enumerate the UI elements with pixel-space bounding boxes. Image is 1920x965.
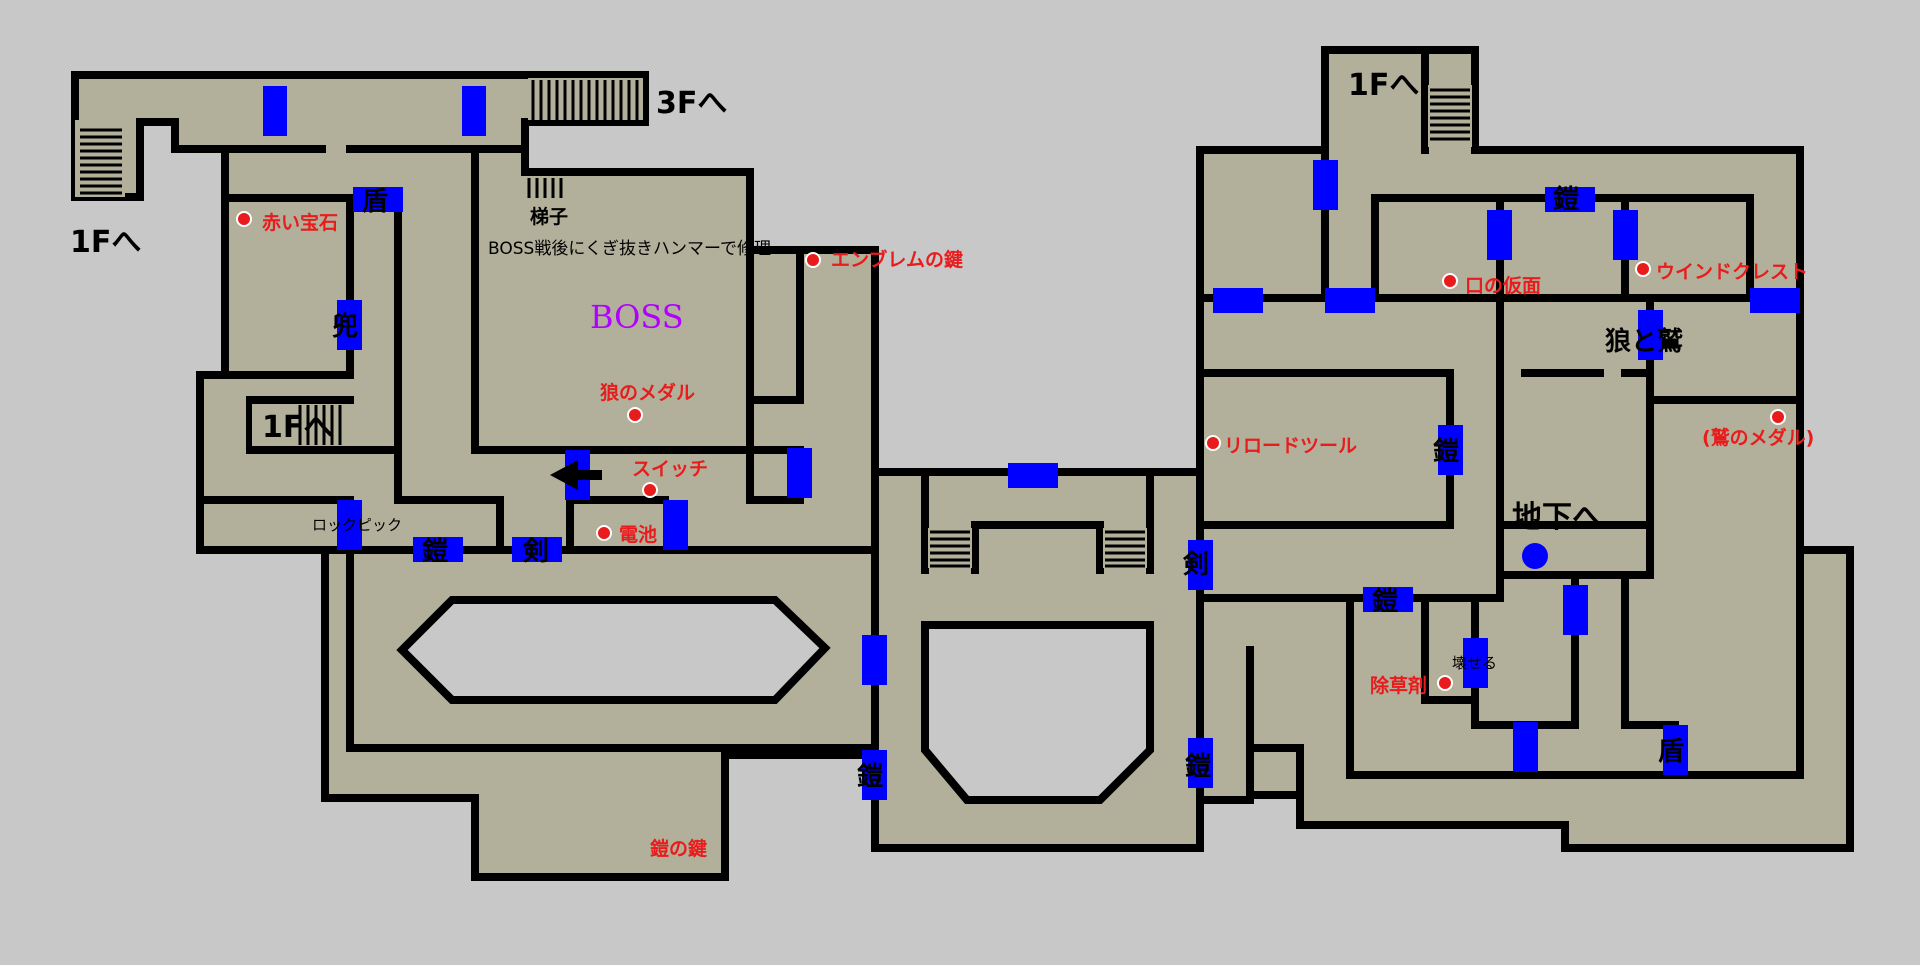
label-armor-left: 鎧: [422, 536, 448, 567]
label-lockpick: ロックピック: [312, 516, 402, 534]
label-armor-center: 鎧: [857, 761, 883, 792]
direction-arrow-icon: [550, 460, 602, 490]
item-reload-tool: リロードツール: [1224, 435, 1357, 457]
label-sword-center: 剣: [1182, 550, 1209, 580]
item-markers: [236, 211, 1786, 691]
label-1f-topleft: 1Fへ: [70, 225, 141, 260]
item-mouth-mask: 口の仮面: [1465, 274, 1541, 297]
item-wolf-medal: 狼のメダル: [600, 381, 695, 404]
stairs-topleft: [78, 125, 123, 197]
item-marker-icon: [236, 211, 252, 227]
stairs-3f: [528, 78, 643, 120]
item-marker-icon: [642, 482, 658, 498]
boss-label: BOSS: [590, 298, 684, 336]
stairs-1f-topright: [1428, 85, 1472, 147]
label-1f-topright: 1Fへ: [1348, 68, 1419, 103]
boss-note: BOSS戦後にくぎ抜きハンマーで修理: [488, 239, 771, 259]
label-armor-right-top: 鎧: [1553, 184, 1579, 215]
item-marker-icon: [1437, 675, 1453, 691]
doors: [263, 86, 1800, 800]
right-wing-walls: [1196, 46, 1804, 829]
item-switch: スイッチ: [632, 458, 708, 480]
label-shield-top: 盾: [362, 187, 388, 217]
location-dot-icon: [1522, 543, 1548, 569]
label-sword-left: 剣: [522, 537, 549, 567]
item-marker-icon: [596, 525, 612, 541]
stairs-center-right: [1103, 528, 1147, 568]
label-breakable: 壊せる: [1452, 654, 1497, 672]
left-courtyard: [396, 596, 831, 704]
item-armor-key: 鎧の鍵: [650, 837, 707, 860]
item-marker-icon: [1635, 261, 1651, 277]
item-battery: 電池: [619, 523, 657, 546]
item-red-gem: 赤い宝石: [262, 211, 338, 234]
item-marker-icon: [627, 407, 643, 423]
ladder: [527, 178, 563, 198]
middle-walls: [921, 471, 1154, 574]
label-1f-left-mid: 1Fへ: [262, 410, 333, 445]
label-armor-right-mid: 鎧: [1433, 436, 1459, 467]
label-helmet: 兜: [332, 312, 358, 342]
item-emblem-key: エンブレムの鍵: [831, 248, 963, 271]
label-shield-right: 盾: [1658, 737, 1684, 767]
label-3f: 3Fへ: [656, 86, 727, 121]
center-courtyard: [921, 621, 1154, 804]
item-marker-icon: [1442, 273, 1458, 289]
label-armor-center-low: 鎧: [1185, 751, 1211, 782]
stairs-center-left: [928, 528, 972, 568]
item-marker-icon: [1770, 409, 1786, 425]
item-marker-icon: [1205, 435, 1221, 451]
item-herbicide: 除草剤: [1370, 674, 1427, 697]
item-marker-icon: [805, 252, 821, 268]
label-armor-right-low: 鎧: [1372, 586, 1398, 617]
label-wolf-eagle: 狼と鷲: [1605, 326, 1683, 357]
label-ladder: 梯子: [530, 205, 568, 228]
stairs-1f-left-mid: [252, 404, 347, 446]
item-wind-crest: ウインドクレスト: [1656, 261, 1808, 283]
item-eagle-medal: (鷲のメダル): [1702, 426, 1814, 449]
label-basement: 地下へ: [1512, 500, 1602, 535]
